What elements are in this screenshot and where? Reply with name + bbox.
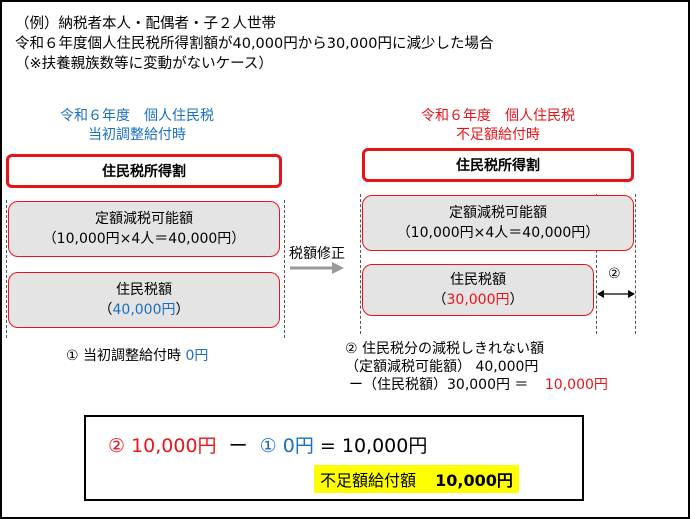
right-tax-box: 住民税額 （30,000円） <box>362 264 594 316</box>
right-note-line-2: （定額減税可能額） 40,000円 <box>345 359 539 375</box>
right-tax-value: 30,000円 <box>446 292 510 308</box>
result-part-1: ② 10,000円 <box>108 435 217 457</box>
right-guide-line <box>360 194 361 334</box>
result-minus: ー <box>228 435 248 457</box>
left-note: ① 当初調整給付時 0円 <box>66 348 209 364</box>
result-equation: ② 10,000円 ー ① 0円 = 10,000円 <box>108 431 427 458</box>
right-reduction-calc: （10,000円×4人＝40,000円） <box>396 225 600 241</box>
left-guide-line <box>6 200 7 338</box>
left-heading-1: 令和６年度 個人住民税 <box>60 108 214 124</box>
right-income-label: 住民税所得割 <box>456 158 540 174</box>
left-tax-box: 住民税額 （40,000円） <box>8 272 280 328</box>
intro-line-3: （※扶養親族数等に変動がないケース） <box>15 56 273 72</box>
left-income-label: 住民税所得割 <box>102 164 186 180</box>
left-heading-2: 当初調整給付時 <box>88 127 186 143</box>
right-tax-label: 住民税額 <box>450 272 506 288</box>
result-box: ② 10,000円 ー ① 0円 = 10,000円 不足額給付額 10,000… <box>84 415 584 501</box>
left-income-box: 住民税所得割 <box>6 154 282 188</box>
right-tax-value-line: （30,000円） <box>432 292 524 308</box>
right-note-line-1: ② 住民税分の減税しきれない額 <box>345 341 545 357</box>
intro-line-1: （例）納税者本人・配偶者・子２人世帯 <box>15 16 276 32</box>
left-reduction-box: 定額減税可能額 （10,000円×4人＝40,000円） <box>8 201 280 257</box>
gap-marker: ② <box>608 266 621 282</box>
right-reduction-label: 定額減税可能額 <box>449 205 547 221</box>
shortfall-highlight: 不足額給付額 10,000円 <box>314 465 519 493</box>
left-guide-line <box>284 200 285 338</box>
right-arrow-icon <box>290 262 344 274</box>
right-note-value: 10,000円 <box>544 377 608 393</box>
left-note-value: 0円 <box>185 348 209 364</box>
left-reduction-calc: （10,000円×4人＝40,000円） <box>42 231 246 247</box>
right-guide-line <box>635 194 636 334</box>
right-reduction-box: 定額減税可能額 （10,000円×4人＝40,000円） <box>362 195 634 251</box>
intro-line-2: 令和６年度個人住民税所得割額が40,000円から30,000円に減少した場合 <box>15 36 494 52</box>
result-part-2: ① 0円 <box>259 435 314 457</box>
left-tax-value-line: （40,000円） <box>98 302 190 318</box>
right-note-line-3: ー（住民税額）30,000円 ＝ 10,000円 <box>349 377 608 393</box>
shortfall-amount: 10,000円 <box>435 471 513 490</box>
right-heading-2: 不足額給付時 <box>456 127 540 143</box>
right-heading-1: 令和６年度 個人住民税 <box>421 108 575 124</box>
result-equals: = 10,000円 <box>319 435 428 457</box>
shortfall-label: 不足額給付額 <box>320 471 417 490</box>
arrow-label: 税額修正 <box>289 246 345 262</box>
double-arrow-icon <box>597 290 635 298</box>
right-guide-line <box>596 194 597 334</box>
right-income-box: 住民税所得割 <box>362 148 634 182</box>
left-tax-value: 40,000円 <box>112 302 176 318</box>
left-tax-label: 住民税額 <box>116 282 172 298</box>
left-reduction-label: 定額減税可能額 <box>95 211 193 227</box>
